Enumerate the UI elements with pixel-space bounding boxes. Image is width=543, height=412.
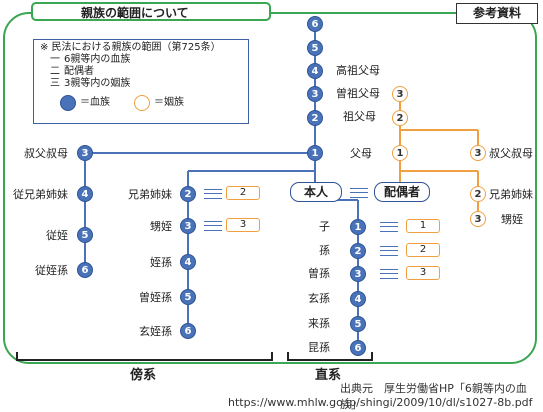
uncle-node: 3 (77, 145, 93, 161)
ancestor-node: 5 (307, 40, 323, 56)
descendant-node: 4 (350, 291, 366, 307)
legend-inlaw-label: ＝姻族 (154, 97, 184, 108)
inlaw-link (380, 269, 398, 279)
sibling-node: 5 (180, 289, 196, 305)
sibling-label: 兄弟姉妹 (128, 188, 172, 201)
descendant-node: 1 (350, 219, 366, 235)
spouse-ancestor-node: 1 (392, 145, 408, 161)
cousin-label: 従兄弟姉妹 (13, 188, 68, 201)
ancestor-label: 父母 (350, 147, 372, 160)
ancestor-node: 3 (307, 86, 323, 102)
direct-category-label: 直系 (315, 368, 342, 383)
inlaw-link (204, 189, 222, 199)
descendant-label: 孫 (319, 244, 330, 257)
inlaw-link (380, 246, 398, 256)
uncle-label: 叔父叔母 (24, 147, 68, 160)
inlaw-link (380, 222, 398, 232)
sibling-label: 玄姪孫 (139, 325, 172, 338)
sibling-label: 姪孫 (150, 256, 172, 269)
descendant-inlaw-box: 3 (406, 266, 440, 280)
spouse-uncle-label: 叔父叔母 (489, 147, 533, 160)
legend-blood-label: ＝血族 (80, 97, 110, 108)
sibling-node: 2 (180, 186, 196, 202)
ancestor-node: 1 (307, 145, 323, 161)
sibling-label: 曽姪孫 (139, 291, 172, 304)
descendant-label: 玄孫 (308, 292, 330, 305)
descendant-label: 子 (319, 220, 330, 233)
sibling-label: 甥姪 (150, 220, 172, 233)
self-node: 本人 (290, 182, 342, 202)
sibling-node: 3 (180, 218, 196, 234)
descendant-label: 来孫 (308, 317, 330, 330)
spouse-sibling-node: 2 (470, 186, 486, 202)
descendant-label: 昆孫 (308, 341, 330, 354)
inlaw-link (204, 221, 222, 231)
ancestor-node: 4 (307, 63, 323, 79)
descendant-inlaw-box: 2 (406, 243, 440, 257)
sibling-node: 4 (180, 254, 196, 270)
reference-tab: 参考資料 (456, 3, 538, 24)
spouse-uncle-node: 3 (470, 145, 486, 161)
source-citation: 出典元 厚生労働省HP「6親等内の血族」 (340, 382, 527, 411)
legend-blood-marker (60, 95, 76, 111)
cousin-label: 従姪孫 (35, 264, 68, 277)
cousin-node: 5 (77, 227, 93, 243)
legend-inlaw-marker (134, 95, 150, 111)
spouse-nephew-node: 3 (470, 211, 486, 227)
sibling-node: 6 (180, 323, 196, 339)
descendant-node: 6 (350, 340, 366, 356)
descendant-node: 2 (350, 243, 366, 259)
collateral-category-label: 傍系 (130, 368, 157, 383)
marriage-link (350, 188, 368, 198)
ancestor-label: 祖父母 (343, 110, 376, 123)
ancestor-label: 高祖父母 (336, 64, 380, 77)
spouse-nephew-label: 甥姪 (501, 213, 523, 226)
source-url[interactable]: https://www.mhlw.go.jp/shingi/2009/10/dl… (228, 396, 533, 409)
sibling-inlaw-box: 3 (226, 218, 260, 232)
legend-title: ※ 民法における親族の範囲（第725条） (40, 42, 221, 53)
descendant-node: 5 (350, 316, 366, 332)
cousin-node: 4 (77, 186, 93, 202)
legend-row: 二配偶者 (50, 66, 94, 77)
descendant-label: 曽孫 (308, 267, 330, 280)
descendant-inlaw-box: 1 (406, 219, 440, 233)
spouse-ancestor-node: 3 (392, 86, 408, 102)
descendant-node: 3 (350, 266, 366, 282)
cousin-label: 従姪 (46, 229, 68, 242)
ancestor-node: 6 (307, 16, 323, 32)
ancestor-label: 曽祖父母 (336, 87, 380, 100)
page-title: 親族の範囲について (31, 2, 271, 21)
ancestor-node: 2 (307, 110, 323, 126)
spouse-sibling-label: 兄弟姉妹 (489, 188, 533, 201)
spouse-node: 配偶者 (374, 182, 430, 202)
spouse-ancestor-node: 2 (392, 110, 408, 126)
cousin-node: 6 (77, 262, 93, 278)
sibling-inlaw-box: 2 (226, 186, 260, 200)
